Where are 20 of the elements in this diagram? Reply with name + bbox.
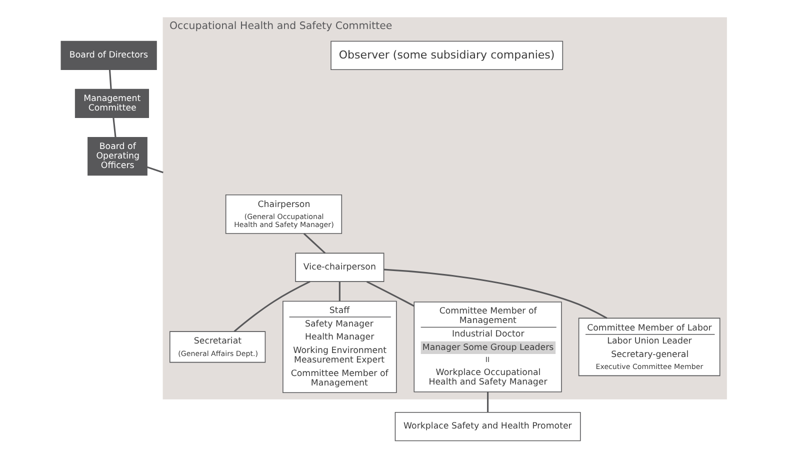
connector: [338, 282, 340, 302]
node-box: Board of Operating Officers: [87, 136, 147, 176]
connector: [486, 392, 488, 412]
node-box: Observer (some subsidiary companies): [330, 40, 563, 70]
connector: [366, 280, 414, 307]
node-box: Secretariat (General Affairs Dept.): [168, 331, 266, 363]
connector: [383, 268, 607, 319]
node-box: Committee Member of Labor Labor Union Leader Secretary-general Executive Committee Member: [578, 318, 720, 376]
node-box: Chairperson (General Occupational Health and Safety Manager): [224, 194, 342, 234]
node-box: Vice-chairperson: [294, 252, 384, 282]
connector: [108, 70, 112, 90]
node-box: Management Committee: [74, 88, 148, 118]
node-box: Committee Member of Management Industrial Doctor Manager Some Group Leaders II Workplace Occupational Health and Safety Manager: [413, 302, 562, 392]
connector: [302, 233, 326, 254]
node-box: Workplace Safety and Health Promoter: [394, 412, 580, 442]
node-box: Staff Safety Manager Health Manager Working Environment Measurement Expert Committee Member of Management: [282, 300, 396, 394]
connector: [146, 166, 163, 174]
node-box: Board of Directors: [60, 40, 156, 70]
connector: [233, 280, 310, 332]
connector: [112, 118, 116, 138]
